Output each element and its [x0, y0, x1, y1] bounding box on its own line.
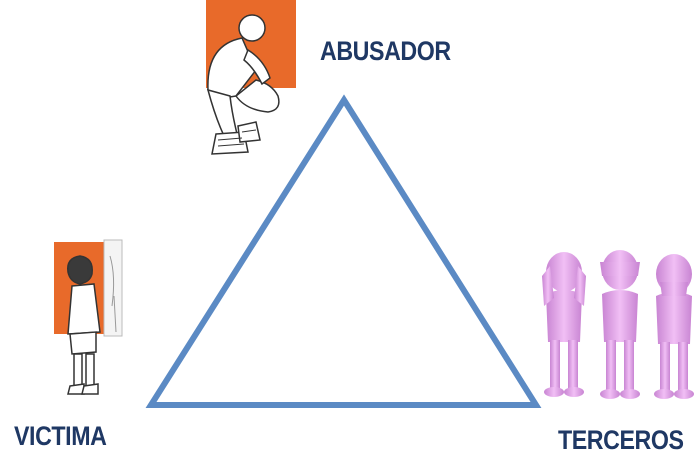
three-pink-figures-icon — [538, 246, 699, 400]
standing-child-icon — [46, 236, 128, 398]
node-label-victima: VICTIMA — [14, 421, 107, 451]
node-label-terceros: TERCEROS — [558, 425, 684, 455]
crouching-person-icon — [186, 0, 296, 160]
triangle-outline — [145, 94, 542, 408]
node-label-abusador: ABUSADOR — [320, 36, 451, 66]
